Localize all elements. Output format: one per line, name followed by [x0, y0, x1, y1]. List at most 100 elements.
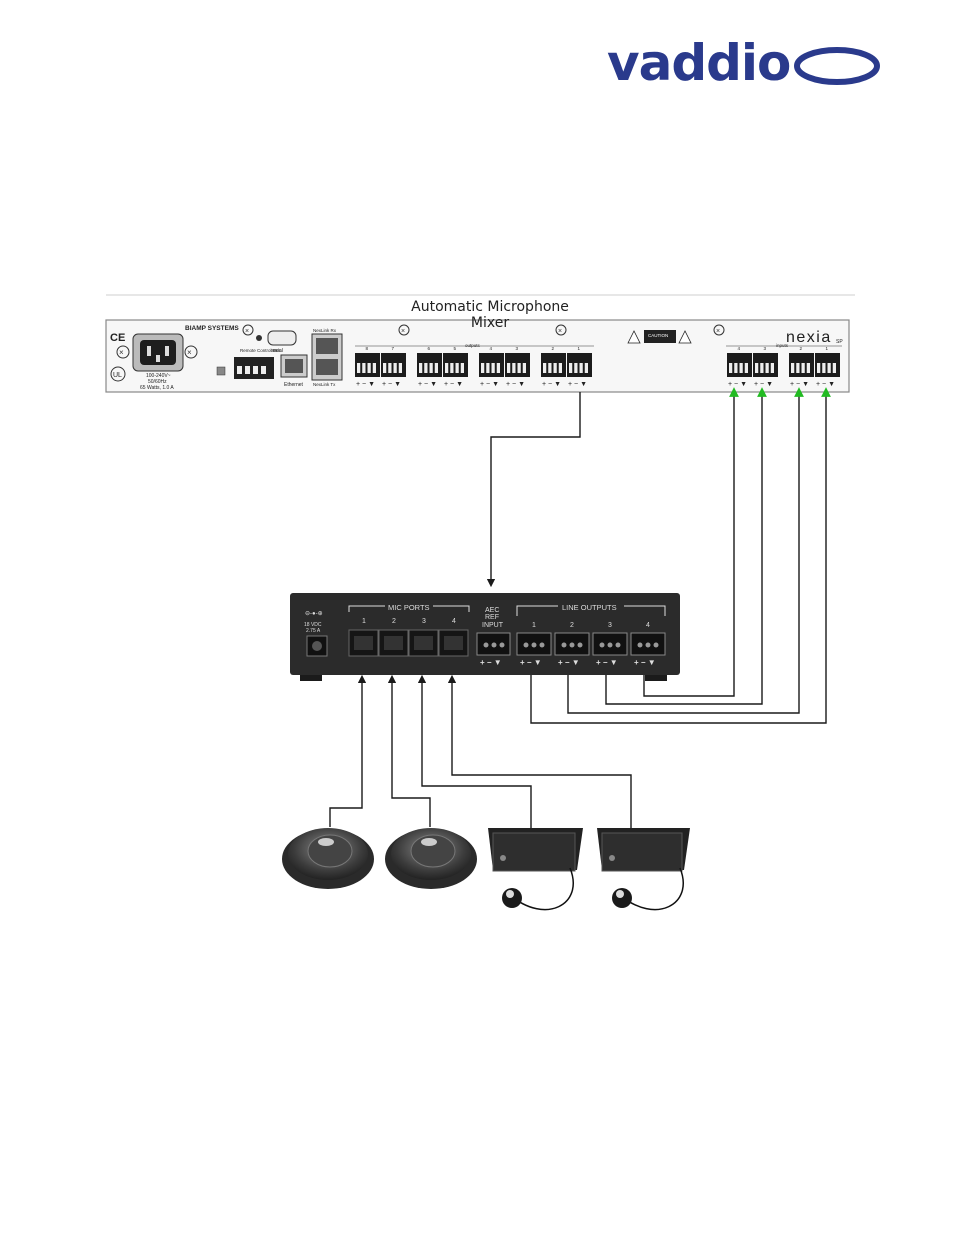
- svg-text:+ − ▼: + − ▼: [816, 381, 835, 388]
- power-label: 18 VDC: [304, 622, 322, 628]
- input-terminal-blocks: 4+ − ▼3+ − ▼2+ − ▼1+ − ▼: [727, 346, 840, 388]
- svg-text:7: 7: [392, 346, 395, 351]
- mic-1-wire: [329, 674, 367, 827]
- watts-text: 65 Watts, 1.0 A: [140, 385, 174, 391]
- serial-text: serial: [271, 348, 283, 354]
- line-output-terminals: 1+ − ▼2+ − ▼3+ − ▼4+ − ▼: [516, 622, 666, 667]
- aec-label: AEC: [485, 607, 499, 614]
- nexlink-rx-text: NexLink Rx: [313, 328, 337, 333]
- svg-text:×: ×: [401, 328, 405, 335]
- input-label: INPUT: [482, 622, 504, 629]
- outputs-label: outputs: [465, 343, 481, 348]
- svg-text:+ − ▼: + − ▼: [520, 658, 542, 667]
- ce-mark-icon: CE: [110, 332, 125, 344]
- power-text: 100-240V~: [146, 373, 171, 379]
- svg-text:3: 3: [516, 346, 519, 351]
- line-out-3-wire: [605, 387, 767, 705]
- svg-text:×: ×: [716, 328, 720, 335]
- caution-text: CAUTION: [648, 333, 668, 338]
- svg-text:3: 3: [608, 622, 612, 629]
- svg-text:+ − ▼: + − ▼: [728, 381, 747, 388]
- svg-text:2: 2: [570, 622, 574, 629]
- mic-4-wire: [447, 674, 632, 828]
- aec-ref-wire: [486, 392, 581, 588]
- aec-terminal-symbols: + − ▼: [480, 658, 502, 667]
- svg-text:4: 4: [452, 618, 456, 625]
- line-out-2-wire: [567, 387, 804, 714]
- line-out-1-wire: [530, 387, 831, 724]
- svg-text:2: 2: [552, 346, 555, 351]
- rack-mixer: CE UL × × 100-240V~ 50/60Hz 65 Watts, 1.…: [105, 294, 855, 393]
- svg-text:5: 5: [454, 346, 457, 351]
- inputs-label: inputs: [776, 343, 789, 348]
- svg-text:1: 1: [826, 346, 829, 351]
- output-terminal-7: 7 + − ▼: [381, 346, 406, 388]
- output-terminal-1: 1 + − ▼: [567, 346, 592, 388]
- line-output-3: 3 + − ▼: [592, 622, 628, 667]
- svg-text:+ − ▼: + − ▼: [558, 658, 580, 667]
- input-terminal-4: 4 + − ▼: [727, 346, 752, 388]
- svg-text:+ − ▼: + − ▼: [506, 381, 525, 388]
- svg-text:1: 1: [578, 346, 581, 351]
- logo-ring: [794, 47, 880, 85]
- svg-text:4: 4: [646, 622, 650, 629]
- serial-port: [267, 330, 297, 346]
- svg-text:+ − ▼: + − ▼: [480, 381, 499, 388]
- mic-port-2: 2: [378, 618, 409, 657]
- aec-terminal: + − ▼: [476, 632, 511, 667]
- rack-panel: [105, 319, 850, 393]
- table-mic-2: [385, 828, 477, 889]
- output-terminal-4: 4 + − ▼: [479, 346, 504, 388]
- svg-text:×: ×: [187, 348, 192, 357]
- output-terminal-6: 6+ − ▼: [417, 346, 442, 388]
- input-terminal-3: 3+ − ▼: [753, 346, 778, 388]
- mic-ports-label: MIC PORTS: [388, 603, 430, 612]
- svg-text:×: ×: [558, 328, 562, 335]
- line-output-4: 4 + − ▼: [630, 622, 666, 667]
- nexlink-tx-text: NexLink Tx: [313, 382, 336, 387]
- svg-text:1: 1: [362, 618, 366, 625]
- svg-text:+ − ▼: + − ▼: [754, 381, 773, 388]
- svg-text:4: 4: [738, 346, 741, 351]
- output-terminal-8: 8 + − ▼: [355, 346, 380, 388]
- caution-triangle-icon: CAUTION: [627, 330, 692, 344]
- svg-text:8: 8: [366, 346, 369, 351]
- ceiling-mic-1: [488, 828, 583, 911]
- input-terminal-1: 1 + − ▼: [815, 346, 840, 388]
- ul-mark-icon: [110, 366, 126, 382]
- output-terminal-2: 2 + − ▼: [541, 346, 566, 388]
- svg-text:+ − ▼: + − ▼: [418, 381, 437, 388]
- svg-text:2: 2: [800, 346, 803, 351]
- svg-text:+ − ▼: + − ▼: [356, 381, 375, 388]
- svg-text:×: ×: [245, 328, 249, 335]
- svg-text:+ − ▼: + − ▼: [634, 658, 656, 667]
- svg-text:+ − ▼: + − ▼: [790, 381, 809, 388]
- svg-text:×: ×: [119, 348, 124, 357]
- ground-screw-icon: [116, 345, 130, 359]
- product-suffix: SP: [836, 339, 843, 345]
- output-terminal-3: 3 + − ▼: [505, 346, 530, 388]
- mic-2-wire: [387, 674, 431, 827]
- mic-port-4: 4: [438, 618, 469, 657]
- wires: [329, 387, 831, 828]
- freq-text: 50/60Hz: [148, 379, 167, 385]
- svg-text:+ − ▼: + − ▼: [382, 381, 401, 388]
- svg-text:4: 4: [490, 346, 493, 351]
- logo-text: vaddio: [607, 34, 790, 92]
- svg-text:+ − ▼: + − ▼: [596, 658, 618, 667]
- mic-port-3: 3: [408, 618, 439, 657]
- svg-text:+ − ▼: + − ▼: [542, 381, 561, 388]
- ceiling-mic-2: [597, 828, 690, 911]
- mixer-title: Automatic Microphone Mixer: [411, 299, 569, 331]
- svg-text:+ − ▼: + − ▼: [444, 381, 463, 388]
- output-terminal-5: 5 + − ▼: [443, 346, 468, 388]
- line-outputs-label: LINE OUTPUTS: [562, 603, 617, 612]
- table-mic-1: [282, 828, 374, 889]
- power-current: 2.75 A: [306, 628, 321, 634]
- brand-text: BIAMP SYSTEMS: [185, 325, 239, 332]
- input-terminal-2: 2 + − ▼: [789, 346, 814, 388]
- svg-text:+ − ▼: + − ▼: [568, 381, 587, 388]
- line-output-2: 2 + − ▼: [554, 622, 590, 667]
